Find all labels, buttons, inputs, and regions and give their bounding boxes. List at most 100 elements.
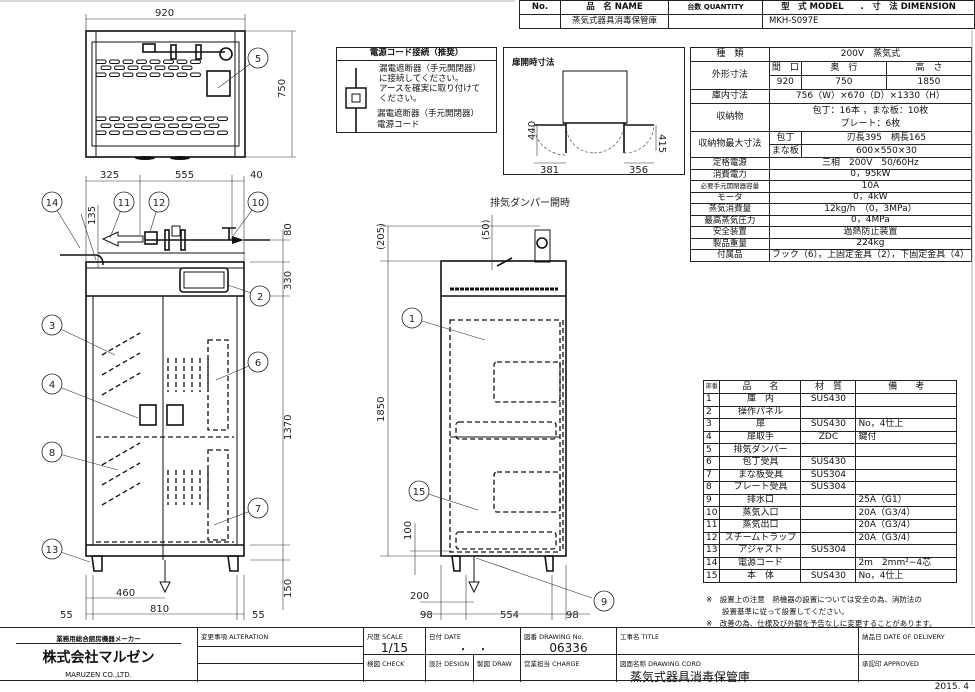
vent-slot xyxy=(127,123,139,128)
spec-value: 224kg xyxy=(768,237,973,250)
spec-value: 10A xyxy=(768,180,973,193)
charge-label: 営業担当 CHARGE xyxy=(521,655,617,682)
vent-slot xyxy=(149,59,161,64)
dim-98-left: 98 xyxy=(420,610,433,621)
drawing-cord-label: 図面名称 DRAWING CORD xyxy=(620,660,701,668)
vent-slot xyxy=(217,130,228,135)
revision-date: 2015. 4 xyxy=(934,682,969,692)
parts-cell xyxy=(800,493,857,508)
dim-555: 555 xyxy=(175,170,194,181)
spec-label: モータ xyxy=(690,191,770,204)
parts-cell xyxy=(800,506,857,520)
leader-line xyxy=(51,383,139,419)
parts-cell xyxy=(800,443,857,457)
note-1b: 設置基準に従って設置してください。 xyxy=(722,607,849,616)
parts-header-no: 部番 xyxy=(702,380,721,394)
balloon-number: 12 xyxy=(153,198,166,209)
parts-cell: 12 xyxy=(702,531,721,546)
vent-slot xyxy=(100,65,112,70)
dim-80: 80 xyxy=(283,223,294,236)
spec-label: 付属品 xyxy=(690,249,770,262)
drawing-cord-value: 蒸気式器具消毒保管庫 xyxy=(630,670,751,684)
vent-slot xyxy=(122,116,134,121)
dim-55-right: 55 xyxy=(252,610,265,621)
company-logo: 業務用総合厨房機器メーカー 株式会社マルゼン MARUZEN CO.,LTD. xyxy=(0,628,198,682)
no-value xyxy=(519,14,561,29)
title-label: 工事名 TITLE xyxy=(617,628,859,655)
spec-label: 製品重量 xyxy=(690,237,770,250)
name-label: 品 名 NAME xyxy=(560,0,669,15)
spec-type-value: 200V 蒸気式 xyxy=(768,47,973,62)
vent-slot xyxy=(136,59,147,64)
parts-cell: 13 xyxy=(702,544,721,558)
vent-slot xyxy=(136,72,147,77)
spec-maxsize-label: 収納物最大寸法 xyxy=(690,131,770,158)
company-name-en: MARUZEN CO.,LTD. xyxy=(65,671,132,679)
vent-slot xyxy=(176,116,188,121)
balloon-number: 2 xyxy=(257,292,263,303)
note-2: ※ 改善の為、仕様及び外観を予告なしに変更することがあります。 xyxy=(706,619,937,628)
balloon-circle xyxy=(41,441,63,463)
vent-slot xyxy=(154,65,166,70)
dim-150: 150 xyxy=(283,579,294,598)
vent-slot xyxy=(208,123,220,128)
parts-cell: 操作パネル xyxy=(719,405,802,420)
balloon-circle xyxy=(249,285,271,307)
drawing-no: 06336 xyxy=(549,641,588,655)
vent-slot xyxy=(114,123,125,128)
vent-slot xyxy=(163,130,174,135)
vent-slot xyxy=(122,72,134,77)
parts-cell: 6 xyxy=(702,455,721,470)
balloon-circle xyxy=(408,480,430,502)
scale-value: 1/15 xyxy=(381,641,408,655)
dim-1850: 1850 xyxy=(376,397,387,422)
spec-outer-label: 外形寸法 xyxy=(690,61,770,90)
vent-slot xyxy=(163,116,174,121)
vent-slot xyxy=(154,123,166,128)
parts-cell: 蒸気出口 xyxy=(719,518,802,533)
approved-label: 承認印 APPROVED xyxy=(862,660,919,668)
vent-slot xyxy=(149,130,161,135)
vent-slot xyxy=(176,130,188,135)
parts-header-remarks: 備 考 xyxy=(855,380,957,394)
notes: ※ 設置上の注意 熱機器の設置については安全の為、消防法の 設置基準に従って設置… xyxy=(706,594,937,630)
balloon-number: 5 xyxy=(255,54,261,65)
parts-cell: 20A（G3/4） xyxy=(855,518,957,533)
parts-cell xyxy=(800,405,857,420)
top-view-dimensions xyxy=(85,14,296,158)
vent-slot xyxy=(127,65,139,70)
door-open-title: 扉開時寸法 xyxy=(512,58,555,68)
parts-cell: 2m 2mm²−4芯 xyxy=(855,556,957,571)
vent-slot xyxy=(95,72,107,77)
spec-value: 0，95kW xyxy=(768,168,973,181)
parts-cell: SUS430 xyxy=(800,455,857,470)
knife-rack xyxy=(207,449,229,541)
spec-value: 三相 200V 50/60Hz xyxy=(768,157,973,170)
dim-554: 554 xyxy=(500,610,519,621)
parts-cell: 15 xyxy=(702,569,721,583)
parts-cell: 14 xyxy=(702,556,721,571)
spec-value: 0，4kW xyxy=(768,191,973,204)
vent-slot xyxy=(95,130,107,135)
parts-cell: 庫 内 xyxy=(719,393,802,407)
dim-200: 200 xyxy=(410,591,429,602)
spec-inner-label: 庫内寸法 xyxy=(690,89,770,104)
dim-98-right: 98 xyxy=(566,610,579,621)
parts-cell: 電源コード xyxy=(719,556,802,571)
parts-cell: 10 xyxy=(702,506,721,520)
parts-cell xyxy=(855,393,957,407)
knife-rack xyxy=(207,339,229,431)
balloon-circle xyxy=(593,590,615,612)
side-view xyxy=(440,229,567,594)
note-1: ※ 設置上の注意 熱機器の設置については安全の為、消防法の xyxy=(706,595,922,604)
date-value: ・ ・ xyxy=(458,645,488,656)
vent-slot xyxy=(109,116,120,121)
no-label: No. xyxy=(519,0,561,15)
vent-slot xyxy=(190,130,201,135)
